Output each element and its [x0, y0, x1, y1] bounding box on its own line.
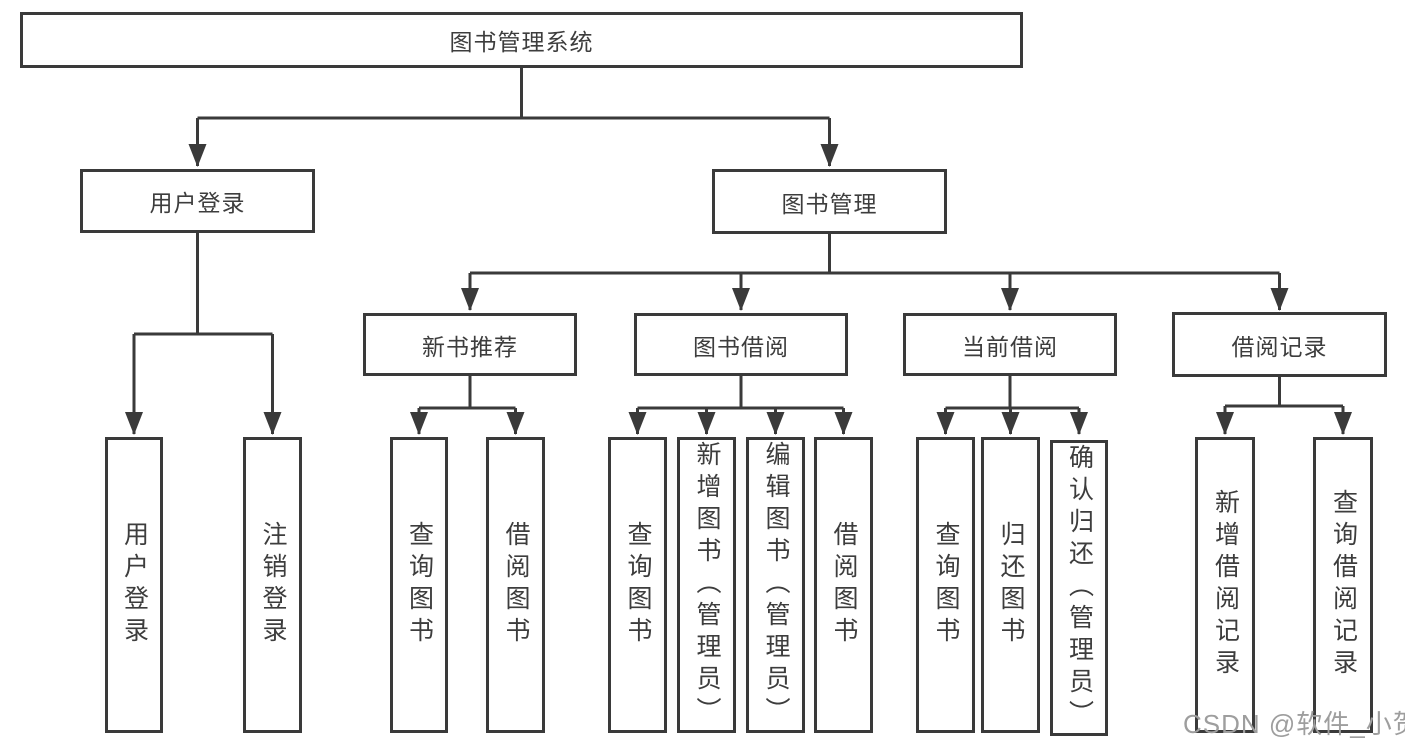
node-borrow-record: 借阅记录 — [1172, 312, 1387, 377]
leaf-current-return-label: 归还图书 — [997, 521, 1025, 649]
node-root: 图书管理系统 — [20, 12, 1023, 68]
leaf-newbook-query: 查询图书 — [390, 437, 448, 733]
branch-borrow-record — [1216, 377, 1352, 435]
node-book-mgmt-label: 图书管理 — [781, 190, 878, 217]
node-borrow-record-label: 借阅记录 — [1231, 333, 1328, 360]
leaf-current-query-label: 查询图书 — [932, 521, 960, 649]
node-new-book-rec: 新书推荐 — [363, 313, 577, 376]
leaf-record-add-label: 新增借阅记录 — [1211, 489, 1240, 681]
leaf-user-login: 用户登录 — [105, 437, 163, 733]
node-current-borrow-label: 当前借阅 — [962, 333, 1058, 360]
node-book-mgmt: 图书管理 — [712, 169, 947, 234]
leaf-borrow-edit: 编辑图书（管理员） — [746, 437, 805, 733]
node-current-borrow: 当前借阅 — [903, 313, 1117, 376]
csdn-watermark: CSDN @软件_小贺同学 — [1183, 709, 1405, 739]
leaf-current-confirm-label: 确认归还（管理员） — [1065, 444, 1094, 732]
branch-root — [188, 68, 839, 167]
branch-current-borrow — [936, 376, 1088, 435]
leaf-newbook-borrow: 借阅图书 — [486, 437, 545, 733]
leaf-borrow-edit-label: 编辑图书（管理员） — [762, 441, 790, 729]
branch-book-borrow — [628, 376, 853, 435]
node-root-label: 图书管理系统 — [449, 29, 594, 55]
leaf-record-add: 新增借阅记录 — [1195, 437, 1255, 733]
node-new-book-rec-label: 新书推荐 — [422, 333, 518, 360]
leaf-current-return: 归还图书 — [981, 437, 1040, 733]
leaf-borrow-borrow-label: 借阅图书 — [830, 521, 858, 649]
leaf-newbook-borrow-label: 借阅图书 — [502, 521, 530, 649]
leaf-borrow-query: 查询图书 — [608, 437, 667, 733]
leaf-record-query-label: 查询借阅记录 — [1329, 489, 1358, 681]
branch-user-login — [125, 233, 282, 435]
node-book-borrow: 图书借阅 — [634, 313, 848, 376]
node-user-login: 用户登录 — [80, 169, 315, 233]
leaf-current-confirm: 确认归还（管理员） — [1050, 440, 1108, 736]
node-book-borrow-label: 图书借阅 — [693, 333, 789, 360]
leaf-record-query: 查询借阅记录 — [1313, 437, 1373, 733]
leaf-borrow-query-label: 查询图书 — [624, 521, 652, 649]
branch-book-mgmt — [461, 234, 1289, 311]
leaf-logout-label: 注销登录 — [259, 521, 287, 649]
leaf-borrow-add-label: 新增图书（管理员） — [693, 441, 721, 729]
leaf-current-query: 查询图书 — [916, 437, 975, 733]
leaf-logout: 注销登录 — [243, 437, 302, 733]
node-user-login-label: 用户登录 — [149, 190, 246, 216]
branch-new-book-rec — [410, 376, 525, 435]
leaf-user-login-label: 用户登录 — [120, 521, 149, 649]
leaf-borrow-add: 新增图书（管理员） — [677, 437, 736, 733]
leaf-borrow-borrow: 借阅图书 — [814, 437, 873, 733]
leaf-newbook-query-label: 查询图书 — [405, 521, 434, 649]
